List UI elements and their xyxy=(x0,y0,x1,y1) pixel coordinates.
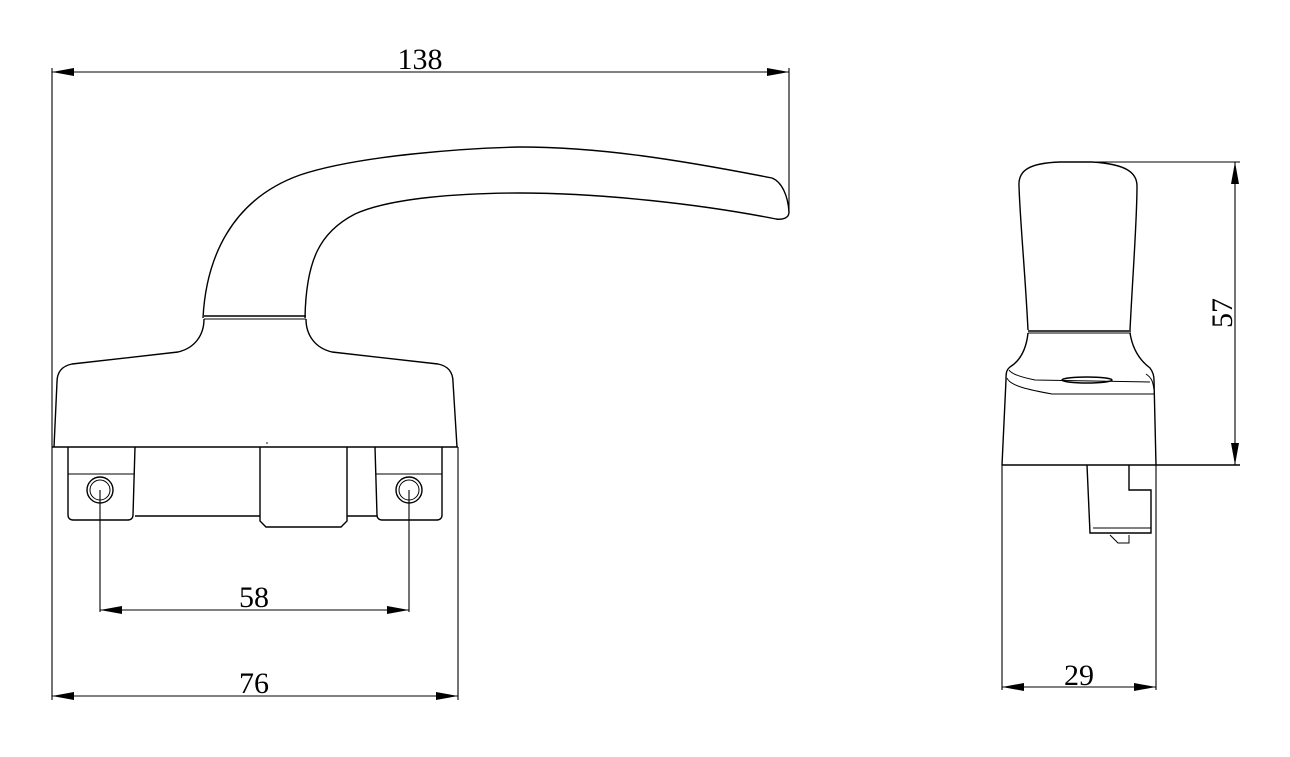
side-spindle-tip xyxy=(1109,534,1130,544)
side-top-surface-2 xyxy=(1006,377,1155,395)
arrowhead-right xyxy=(1134,683,1156,691)
arrowhead-right xyxy=(767,68,789,76)
front-view xyxy=(52,146,790,528)
arrowhead-right xyxy=(387,606,409,614)
dimension-label-138: 138 xyxy=(398,43,443,76)
side-spindle-hole xyxy=(1061,376,1113,384)
side-top-edge xyxy=(1145,373,1155,391)
arrowhead-left xyxy=(1002,683,1024,691)
arrowhead-right xyxy=(436,692,458,700)
dimension-label-58: 58 xyxy=(239,581,269,614)
dimension-label-76: 76 xyxy=(239,667,269,700)
handle-neck-outline xyxy=(53,318,205,448)
front-dimensions: 138 58 76 xyxy=(51,43,790,700)
dimension-label-29: 29 xyxy=(1064,659,1094,692)
side-top-surface xyxy=(1008,369,1151,383)
side-neck-left xyxy=(1001,332,1029,466)
spindle-block xyxy=(259,447,348,528)
arrowhead-left xyxy=(52,68,74,76)
arrowhead-left xyxy=(52,692,74,700)
side-dimensions: 57 29 xyxy=(1001,161,1240,692)
arrowhead-left xyxy=(100,606,122,614)
handle-lever-outline xyxy=(202,146,790,319)
arrowhead-top xyxy=(1231,162,1239,184)
center-mark xyxy=(266,442,268,444)
side-neck-right xyxy=(1129,332,1157,466)
side-spindle xyxy=(1086,464,1152,534)
left-screw-block xyxy=(67,446,136,521)
side-grip-outline xyxy=(1018,161,1138,331)
side-view xyxy=(1001,161,1240,544)
handle-neck-outline-right xyxy=(305,318,458,448)
arrowhead-bottom xyxy=(1231,443,1239,465)
dimension-label-57: 57 xyxy=(1206,298,1239,328)
